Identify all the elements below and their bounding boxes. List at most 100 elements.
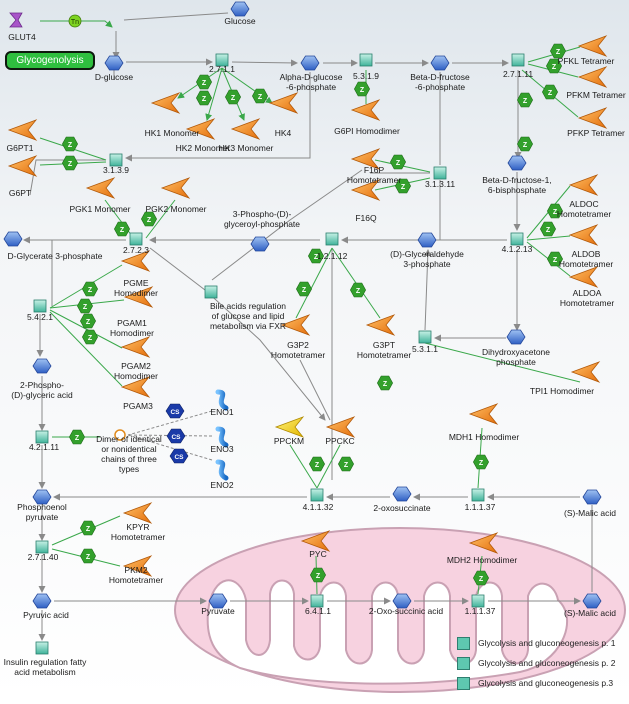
metabolite-alpha-g6p-node[interactable]: [300, 55, 320, 71]
metabolite-gap-node[interactable]: [417, 232, 437, 248]
enzyme-e12112-node[interactable]: [325, 232, 339, 246]
protein-eno1-icon[interactable]: [215, 389, 229, 411]
protein-mdh1-icon[interactable]: [468, 403, 499, 425]
protein-g6pi-icon[interactable]: [350, 99, 381, 121]
protein-mdh2-label: MDH2 Homodimer: [447, 555, 518, 565]
glycogenolysis-button[interactable]: Glycogenolysis: [5, 51, 95, 70]
z-badge-label: Z: [548, 90, 553, 97]
protein-g6pt-icon[interactable]: [7, 155, 38, 177]
metabolite-beta-f16bp-node[interactable]: [507, 155, 527, 171]
enzyme-e5319-node[interactable]: [359, 53, 373, 67]
protein-pfkl-icon[interactable]: [577, 35, 608, 57]
metabolite-oxo-succinate-node[interactable]: [392, 486, 412, 502]
enzyme-e11137b-node[interactable]: [471, 594, 485, 608]
reaction-edge: [316, 444, 341, 489]
catalysis-z-badge-icon: [546, 58, 562, 74]
protein-pfkm-icon[interactable]: [577, 66, 608, 88]
protein-hk1-icon[interactable]: [150, 92, 181, 114]
legend-item[interactable]: Glycolysis and gluconeogenesis p.3: [457, 673, 629, 693]
protein-eno3-icon[interactable]: [215, 426, 229, 448]
protein-g6pt1-icon[interactable]: [7, 119, 38, 141]
legend-item[interactable]: Glycolysis and gluconeogenesis p. 1: [457, 633, 629, 653]
enzyme-e27140-node[interactable]: [35, 540, 49, 554]
legend-item[interactable]: Glycolysis and gluconeogenesis p. 2: [457, 653, 629, 673]
z-badge-label: Z: [86, 554, 91, 561]
protein-ppckm-icon[interactable]: [274, 416, 305, 438]
glut4-label: GLUT4: [8, 32, 36, 42]
metabolite-pg2-node[interactable]: [32, 358, 52, 374]
enzyme-e41213-node[interactable]: [510, 232, 524, 246]
protein-g3pt-icon[interactable]: [365, 314, 396, 336]
reaction-edge: [526, 235, 571, 241]
protein-pfkp-icon[interactable]: [577, 107, 608, 129]
legend-swatch-icon: [457, 636, 470, 650]
insulin-regulation-pathway-link[interactable]: [35, 641, 49, 655]
protein-hk3-icon[interactable]: [230, 118, 261, 140]
metabolite-dhap-node[interactable]: [506, 329, 526, 345]
protein-pgam2-icon[interactable]: [120, 336, 151, 358]
protein-hk2-icon[interactable]: [185, 118, 216, 140]
protein-pgam3-icon[interactable]: [120, 376, 151, 398]
protein-pfkp-label: PFKP Tetramer: [567, 128, 625, 138]
protein-g6pi-label: G6PI Homodimer: [334, 126, 400, 136]
metabolite-d-glycerate3p-node[interactable]: [3, 231, 23, 247]
metabolite-oxo-succinate-label: 2-oxosuccinate: [373, 503, 430, 513]
protein-pgk1-icon[interactable]: [85, 177, 116, 199]
metabolite-pgk-sub-label: 3-Phospho-(D)-glyceroyl-phosphate: [224, 209, 300, 229]
enolase-dimer-complex-node[interactable]: [114, 429, 126, 441]
enzyme-e2711a-node[interactable]: [215, 53, 229, 67]
enzyme-e27111-node[interactable]: [511, 53, 525, 67]
protein-pkm2-icon[interactable]: [122, 555, 153, 577]
protein-aldob-icon[interactable]: [568, 224, 599, 246]
protein-aldoc-icon[interactable]: [568, 174, 599, 196]
z-badge-label: Z: [556, 49, 561, 56]
protein-tpi1-icon[interactable]: [570, 361, 601, 383]
metabolite-pyruvate-node[interactable]: [208, 593, 228, 609]
metabolite-pgk-sub-node[interactable]: [250, 236, 270, 252]
metabolite-s-malic2-node[interactable]: [582, 593, 602, 609]
enzyme-e42111-node[interactable]: [35, 430, 49, 444]
protein-f16q-icon[interactable]: [350, 179, 381, 201]
catalysis-z-badge-icon: [80, 520, 96, 536]
catalysis-z-badge-icon: [473, 570, 489, 586]
legend: Glycolysis and gluconeogenesis p. 1 Glyc…: [457, 633, 629, 693]
glut4-transporter-icon[interactable]: [9, 12, 23, 28]
protein-pgam3-label: PGAM3: [123, 401, 153, 411]
reaction-edge: [145, 199, 176, 239]
enzyme-e31311-node[interactable]: [433, 166, 447, 180]
protein-f16p-icon[interactable]: [350, 148, 381, 170]
enzyme-e6411-node[interactable]: [310, 594, 324, 608]
metabolite-d-glucose-node[interactable]: [104, 55, 124, 71]
protein-hk4-icon[interactable]: [268, 92, 299, 114]
metabolite-glucose-node[interactable]: [230, 1, 250, 17]
protein-pgk2-icon[interactable]: [160, 177, 191, 199]
metabolite-pyruvic-node[interactable]: [32, 593, 52, 609]
metabolite-beta-f6p-node[interactable]: [430, 55, 450, 71]
enzyme-e5311-node[interactable]: [418, 330, 432, 344]
protein-mdh2-icon[interactable]: [468, 532, 499, 554]
enzyme-e41132-node[interactable]: [310, 488, 324, 502]
enzyme-e2723-node[interactable]: [129, 232, 143, 246]
protein-g3p2-icon[interactable]: [280, 314, 311, 336]
metabolite-oxo-succinic-node[interactable]: [392, 593, 412, 609]
protein-ppckc-icon[interactable]: [325, 416, 356, 438]
protein-pgam1-icon[interactable]: [123, 286, 154, 308]
enzyme-e5421-node[interactable]: [33, 299, 47, 313]
protein-aldoa-icon[interactable]: [568, 266, 599, 288]
catalysis-z-badge-icon: [196, 74, 212, 90]
pathway-nodes: [3, 1, 608, 655]
metabolite-pep-node[interactable]: [32, 489, 52, 505]
catalysis-z-badge-icon: [354, 81, 370, 97]
metabolite-s-malic-node[interactable]: [582, 489, 602, 505]
protein-pgk1-label: PGK1 Monomer: [70, 204, 131, 214]
protein-pyc-icon[interactable]: [300, 530, 331, 552]
protein-eno2-icon[interactable]: [215, 459, 229, 481]
catalysis-z-badge-icon: [377, 375, 393, 391]
protein-kpyr-icon[interactable]: [122, 502, 153, 524]
bile-acids-pathway-link[interactable]: [204, 285, 218, 299]
protein-pgme-icon[interactable]: [120, 250, 151, 272]
enzyme-e3139-node[interactable]: [109, 153, 123, 167]
enzyme-e11137-node[interactable]: [471, 488, 485, 502]
z-badge-label: Z: [88, 287, 93, 294]
protein-tpi1-label: TPI1 Homodimer: [530, 386, 594, 396]
